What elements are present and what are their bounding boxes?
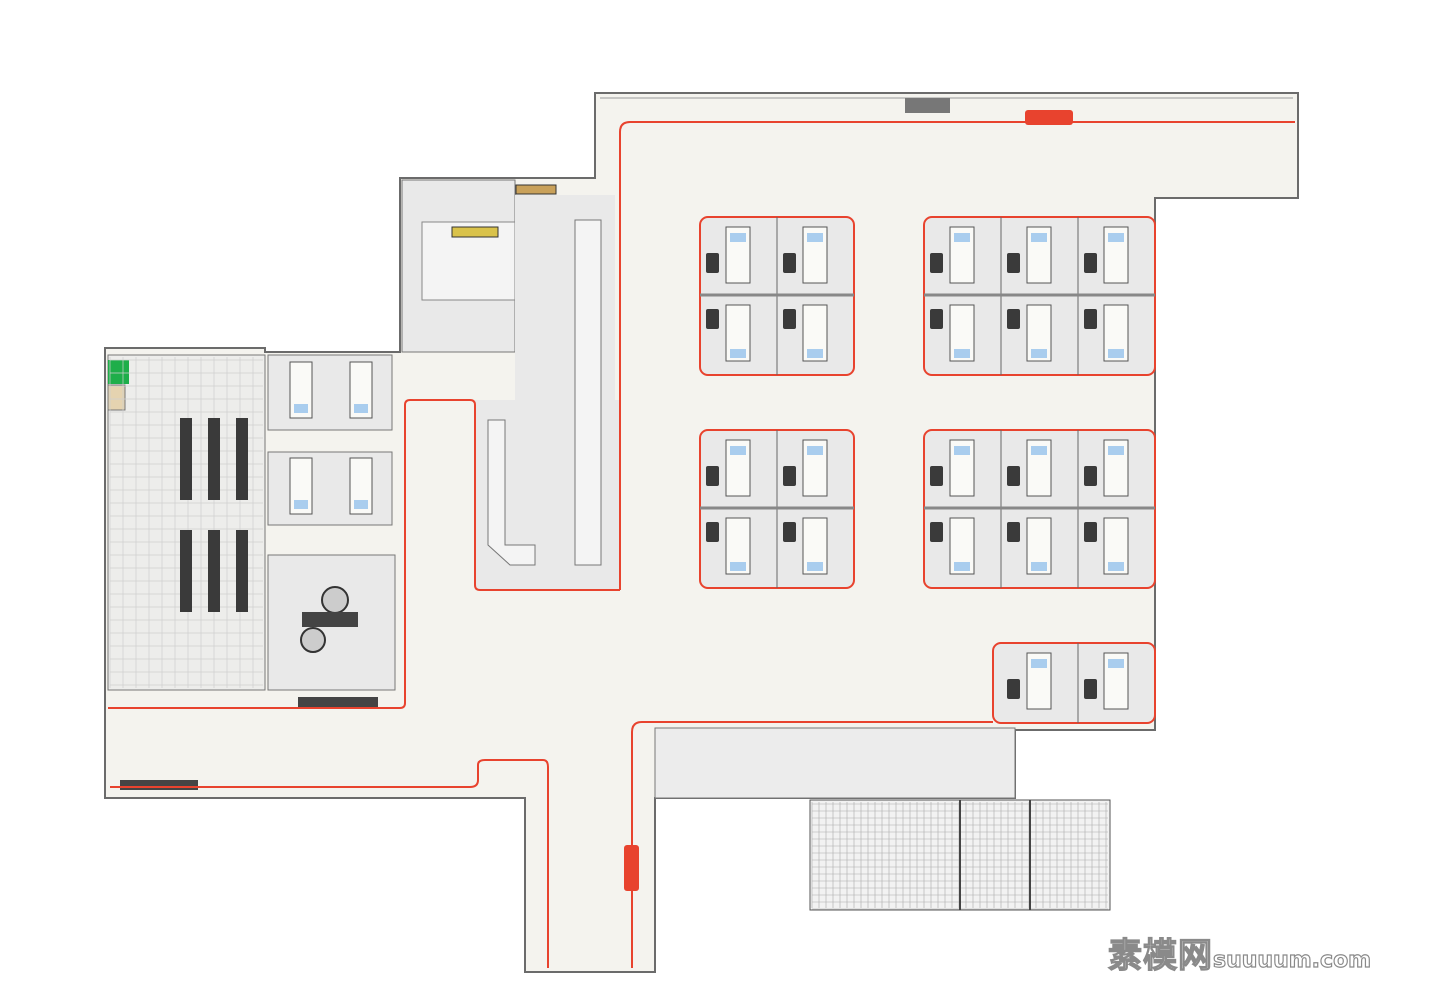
service-room [654,727,1016,799]
bed-pillow [1031,562,1047,571]
bedside-chair [783,522,796,542]
bedside-chair [706,253,719,273]
bench [298,697,378,707]
watermark-domain: suuuum.com [1212,947,1372,973]
operating-table [302,612,358,627]
bed-pillow [1108,349,1124,358]
bedside-chair [706,466,719,486]
bedside-chair [1084,253,1097,273]
nurse-counter [574,219,602,566]
bedside-chair [783,466,796,486]
bedside-chair [783,253,796,273]
waiting-chairs [236,418,248,500]
cabinet [107,384,126,411]
bed-pillow [807,446,823,455]
bed-cluster-ward-c [699,429,855,589]
isolation-room [267,354,393,431]
bedside-chair [1007,522,1020,542]
bedside-chair [1007,466,1020,486]
route-lines [108,121,1295,968]
bed-pillow [294,500,308,509]
equipment-cart [905,98,950,113]
bed-cluster-ward-e [992,642,1156,724]
bed-pillow [807,562,823,571]
bed-pillow [730,349,746,358]
bed-pillow [354,404,368,413]
bedside-chair [706,309,719,329]
bed-pillow [1031,446,1047,455]
bedside-chair [1084,466,1097,486]
shelf [451,226,499,238]
bed-pillow [1031,233,1047,242]
bed-cluster-ward-b [923,216,1156,376]
bed-pillow [1108,233,1124,242]
bed-cluster-ward-a [699,216,855,376]
bed-pillow [954,233,970,242]
bed-pillow [1031,349,1047,358]
bed-cluster-ward-d [923,429,1156,589]
bed-pillow [807,349,823,358]
bed-pillow [1108,562,1124,571]
bedside-chair [1007,679,1020,699]
waiting-chairs [180,418,192,500]
bed-pillow [730,233,746,242]
waiting-chairs [236,530,248,612]
bedside-chair [930,466,943,486]
bed-pillow [730,562,746,571]
isolation-room [267,451,393,526]
waiting-chairs [180,530,192,612]
bedside-chair [1007,253,1020,273]
bench [120,780,198,790]
equipment [321,586,349,614]
bedside-chair [1084,522,1097,542]
bed-pillow [954,349,970,358]
bed-pillow [294,404,308,413]
green-marker [108,360,129,384]
waiting-chairs [208,418,220,500]
watermark: 素模网suuuum.com [1107,928,1372,977]
bedside-chair [1007,309,1020,329]
bed-pillow [354,500,368,509]
bed-pillow [954,562,970,571]
shelf [515,184,557,195]
bed-pillow [1108,659,1124,668]
bed-pillow [1108,446,1124,455]
bedside-chair [930,253,943,273]
bedside-chair [930,522,943,542]
waiting-chairs [208,530,220,612]
bed-pillow [807,233,823,242]
equipment [300,627,326,653]
waiting-hall [107,354,266,691]
bed-pillow [730,446,746,455]
bed-pillow [954,446,970,455]
reception-desk [487,419,536,566]
watermark-brand: 素模网 [1107,935,1213,976]
bedside-chair [706,522,719,542]
bed-pillow [1031,659,1047,668]
bedside-chair [930,309,943,329]
bedside-chair [1084,679,1097,699]
bedside-chair [1084,309,1097,329]
bedside-chair [783,309,796,329]
